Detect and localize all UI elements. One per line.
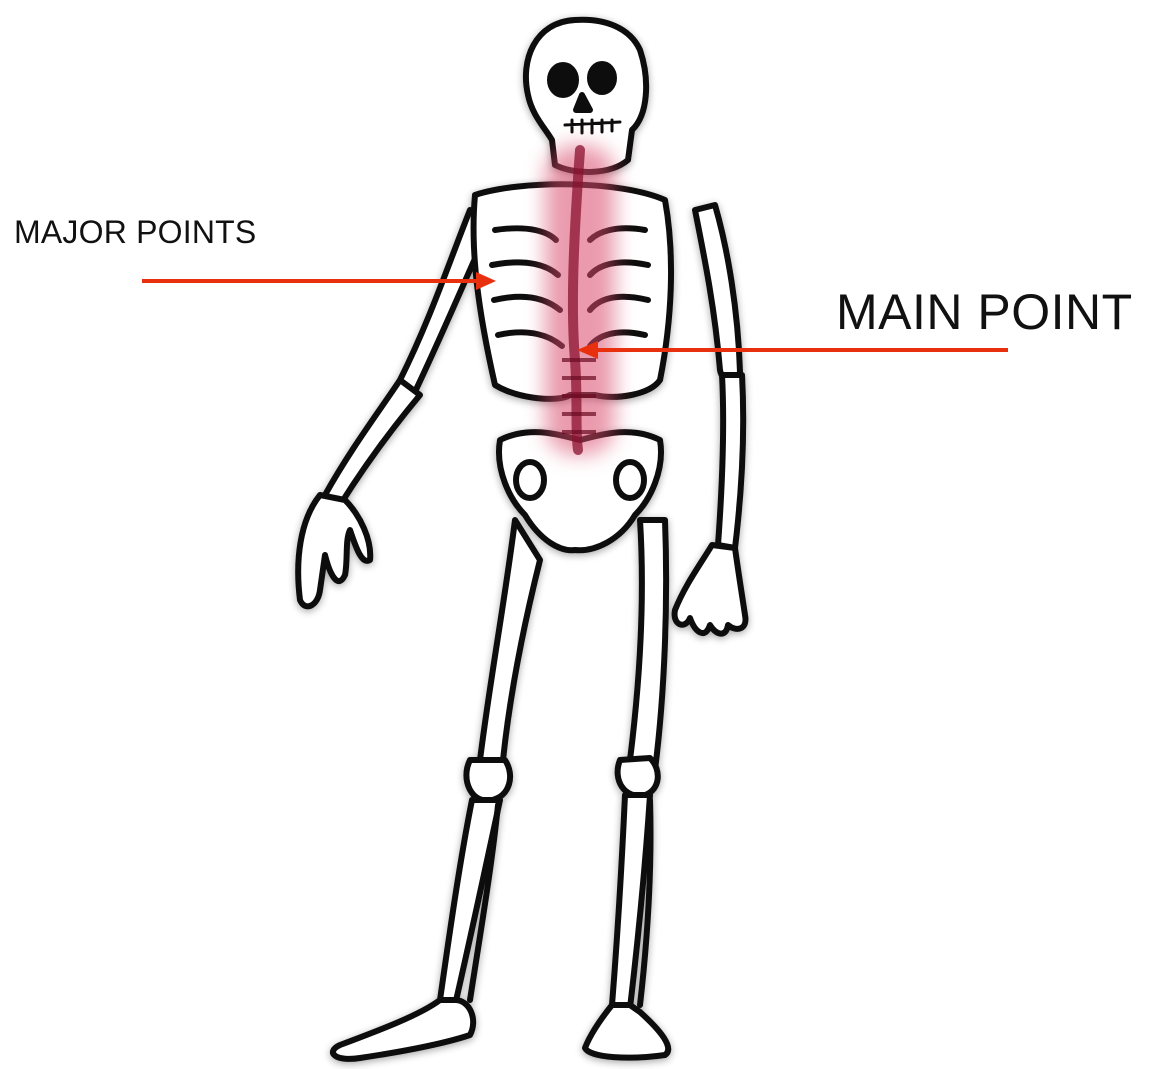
teeth: [565, 120, 620, 133]
eye-socket-right: [590, 64, 614, 92]
label-major-points: MAJOR POINTS: [14, 214, 256, 251]
right-humerus: [695, 205, 740, 380]
right-hand: [675, 545, 746, 634]
left-forearm: [325, 380, 420, 505]
right-foot: [585, 1005, 668, 1058]
left-hand: [298, 495, 370, 606]
pelvis-hole-right: [616, 462, 644, 498]
spine-highlight: [545, 145, 615, 455]
right-knee: [618, 758, 658, 796]
left-tibia: [440, 800, 500, 1005]
eye-socket-left: [550, 65, 576, 95]
left-foot: [333, 1000, 473, 1059]
pelvis-hole-left: [516, 462, 544, 498]
skeleton-icon: [298, 20, 745, 1059]
right-femur: [625, 520, 666, 791]
right-forearm: [718, 375, 743, 548]
left-knee: [466, 760, 510, 801]
label-main-point: MAIN POINT: [836, 283, 1133, 341]
